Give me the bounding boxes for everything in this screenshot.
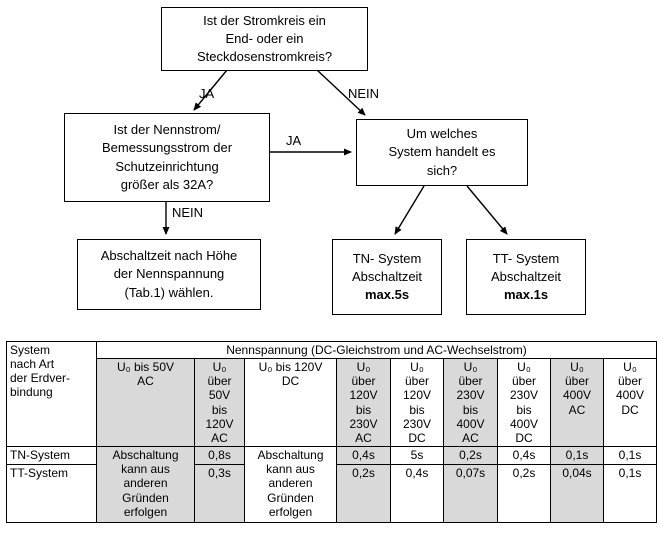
result-tn-time: max.5s <box>364 287 410 303</box>
col-header-bis-50v-ac: U₀ bis 50V AC <box>96 358 195 448</box>
abschaltzeiten-table: System nach Art der Erdver- bindung Nenn… <box>6 340 658 524</box>
value-cell: 0,8s <box>194 446 245 466</box>
arrow-system-to-tn <box>394 185 425 235</box>
col-header-230-400v-ac: U₀ über 230V bis 400V AC <box>443 358 498 448</box>
result-tn-box: TN- System Abschaltzeit max.5s <box>332 239 442 315</box>
arrow-system-to-tt <box>466 185 508 235</box>
decision-nennstrom-box: Ist der Nennstrom/ Bemessungsstrom der S… <box>64 113 270 202</box>
decision-system-box: Um welches System handelt es sich? <box>356 119 528 186</box>
value-cell: 0,4s <box>336 446 391 466</box>
value-cell: 0,4s <box>390 464 444 524</box>
value-cell: 0,4s <box>497 446 551 466</box>
value-cell: 0,04s <box>550 464 604 524</box>
result-tn-text: TN- System Abschaltzeit <box>351 250 423 284</box>
table-row-tt: TT-System 0,3s 0,2s 0,4s 0,07s 0,2s 0,04… <box>6 464 658 524</box>
abschaltzeiten-table-wrap: System nach Art der Erdver- bindung Nenn… <box>6 340 658 524</box>
ja-label-top: JA <box>199 86 215 101</box>
col-header-ueber-400v-ac: U₀ über 400V AC <box>550 358 604 448</box>
value-cell: 5s <box>390 446 444 466</box>
value-cell: 0,1s <box>602 446 658 466</box>
ja-label-mid: JA <box>286 133 302 148</box>
table-row-tn: TN-System Abschaltung kann aus anderen G… <box>6 446 658 524</box>
col-header-120-230v-ac: U₀ über 120V bis 230V AC <box>336 358 391 448</box>
col-header-ueber-400v-dc: U₀ über 400V DC <box>602 358 658 448</box>
value-cell: 0,07s <box>443 464 498 524</box>
row-label-tn: TN-System <box>6 446 97 466</box>
row-label-tt: TT-System <box>6 464 97 524</box>
value-cell: 0,2s <box>443 446 498 466</box>
note-cell-ac: Abschaltung kann aus anderen Gründen erf… <box>96 446 195 524</box>
col-header-bis-120v-dc: U₀ bis 120V DC <box>244 358 337 448</box>
nein-label-top: NEIN <box>348 86 380 101</box>
col-header-230-400v-dc: U₀ über 230V bis 400V DC <box>497 358 551 448</box>
arrow-nein-to-system <box>316 69 366 116</box>
value-cell: 0,2s <box>336 464 391 524</box>
value-cell: 0,1s <box>602 464 658 524</box>
value-cell: 0,1s <box>550 446 604 466</box>
result-tt-box: TT- System Abschaltzeit max.1s <box>466 239 586 315</box>
flowchart: Ist der Stromkreis ein End- oder ein Ste… <box>64 7 586 315</box>
nennspannung-header: Nennspannung (DC-Gleichstrom und AC-Wech… <box>95 340 658 360</box>
note-cell-dc: Abschaltung kann aus anderen Gründen erf… <box>244 446 337 524</box>
value-cell: 0,2s <box>497 464 551 524</box>
arrow-ja-to-nennstrom <box>193 69 228 111</box>
nein-label-mid: NEIN <box>172 205 204 220</box>
value-cell: 0,3s <box>194 464 245 524</box>
col-header-120-230v-dc: U₀ über 120V bis 230V DC <box>390 358 444 448</box>
col-header-50-120v-ac: U₀ über 50V bis 120V AC <box>194 358 245 448</box>
decision-circuit-type-box: Ist der Stromkreis ein End- oder ein Ste… <box>161 7 368 71</box>
result-tt-text: TT- System Abschaltzeit <box>490 250 562 284</box>
result-tt-time: max.1s <box>503 287 549 303</box>
table-corner-header: System nach Art der Erdver- bindung <box>6 340 97 448</box>
flowchart-arrows <box>162 69 508 235</box>
result-abschaltzeit-tabelle-box: Abschaltzeit nach Höhe der Nennspannung … <box>77 239 261 310</box>
